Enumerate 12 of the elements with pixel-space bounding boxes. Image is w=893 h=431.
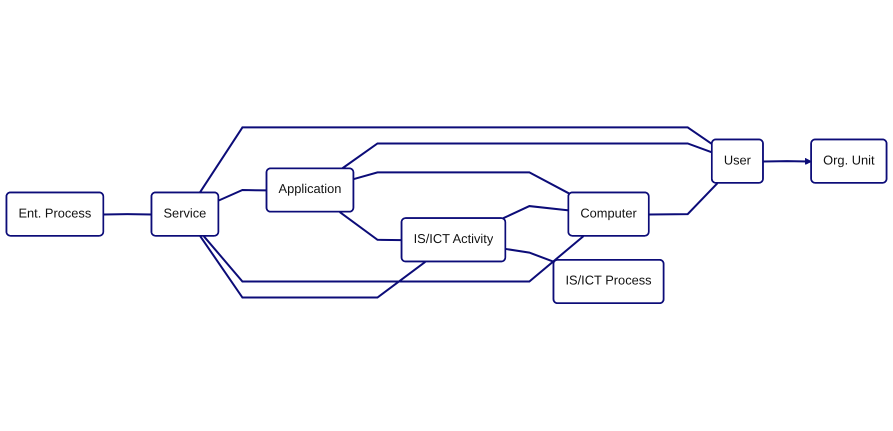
connector: [218, 189, 267, 202]
connector: [203, 236, 584, 283]
connector: [506, 248, 555, 264]
connector: [104, 213, 152, 216]
connector: [649, 182, 718, 216]
connector: [341, 142, 713, 170]
connector: [502, 205, 569, 220]
connector: [198, 126, 713, 194]
connector: [339, 211, 402, 242]
arrow: [763, 158, 812, 166]
connector: [199, 236, 426, 299]
connector: [354, 172, 570, 196]
